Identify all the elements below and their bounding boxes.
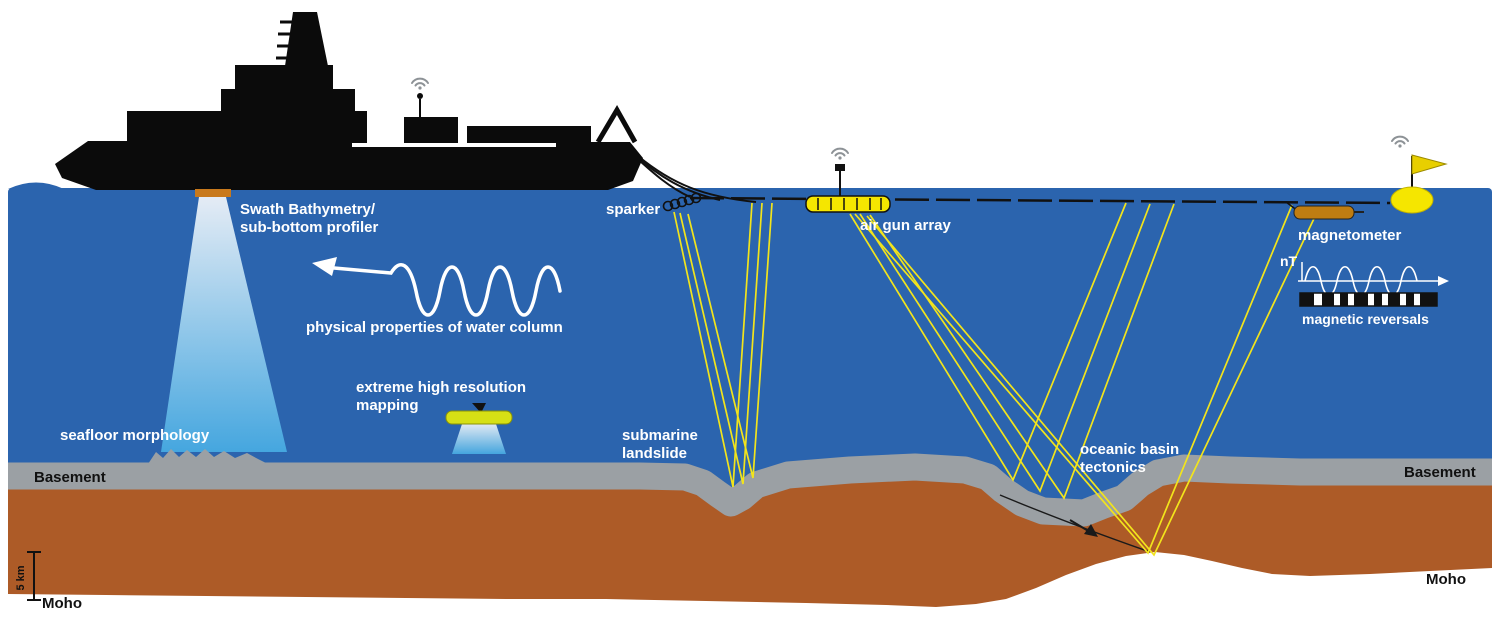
- label-submarine-line2: landslide: [622, 445, 687, 462]
- basement-layer: [8, 453, 1492, 527]
- magnetometer-device: [1293, 205, 1364, 220]
- label-high-res-line2: mapping: [356, 397, 419, 414]
- labels-group: Swath Bathymetry/ sub-bottom profiler ph…: [15, 201, 1476, 612]
- air-gun-array-device: [805, 147, 891, 213]
- magnetic-reversal-stripes: [1299, 292, 1438, 307]
- tail-buoy: [1390, 135, 1448, 214]
- label-sparker: sparker: [606, 201, 660, 218]
- label-seafloor-morphology: seafloor morphology: [60, 427, 210, 444]
- water-column-wave: [312, 257, 562, 317]
- crust-layer: [8, 479, 1492, 607]
- sparker-coil: [662, 192, 702, 212]
- label-moho-left: Moho: [42, 595, 82, 612]
- label-scale-5km: 5 km: [15, 565, 27, 590]
- label-moho-right: Moho: [1426, 571, 1466, 588]
- label-magnetometer: magnetometer: [1298, 227, 1402, 244]
- magnetic-profile: [1298, 262, 1449, 307]
- label-basement-right: Basement: [1404, 464, 1476, 481]
- label-high-res-line1: extreme high resolution: [356, 379, 526, 396]
- fault-lines: [999, 494, 1151, 553]
- label-air-gun-array: air gun array: [860, 217, 952, 234]
- wave-arrowhead-icon: [312, 257, 337, 276]
- label-oceanic-line2: tectonics: [1080, 459, 1146, 476]
- label-magnetic-reversals: magnetic reversals: [1302, 311, 1429, 327]
- label-nt-unit: nT: [1280, 253, 1298, 269]
- swath-beam: [161, 197, 287, 452]
- label-basement-left: Basement: [34, 469, 106, 486]
- axis-arrowhead-icon: [1438, 276, 1449, 286]
- label-submarine-line1: submarine: [622, 427, 698, 444]
- label-swath-line1: Swath Bathymetry/: [240, 201, 376, 218]
- label-water-column: physical properties of water column: [306, 319, 563, 336]
- scale-bar: [27, 551, 41, 601]
- research-vessel: [55, 12, 643, 190]
- seismic-ray-paths: [673, 202, 1321, 557]
- ship-antenna-wifi-icon: [411, 77, 429, 91]
- auv-mapper: [445, 403, 513, 454]
- label-oceanic-line1: oceanic basin: [1080, 441, 1179, 458]
- hull-transducer: [195, 189, 231, 197]
- seafloor-morphology-bumps: [148, 449, 268, 464]
- label-swath-line2: sub-bottom profiler: [240, 219, 378, 236]
